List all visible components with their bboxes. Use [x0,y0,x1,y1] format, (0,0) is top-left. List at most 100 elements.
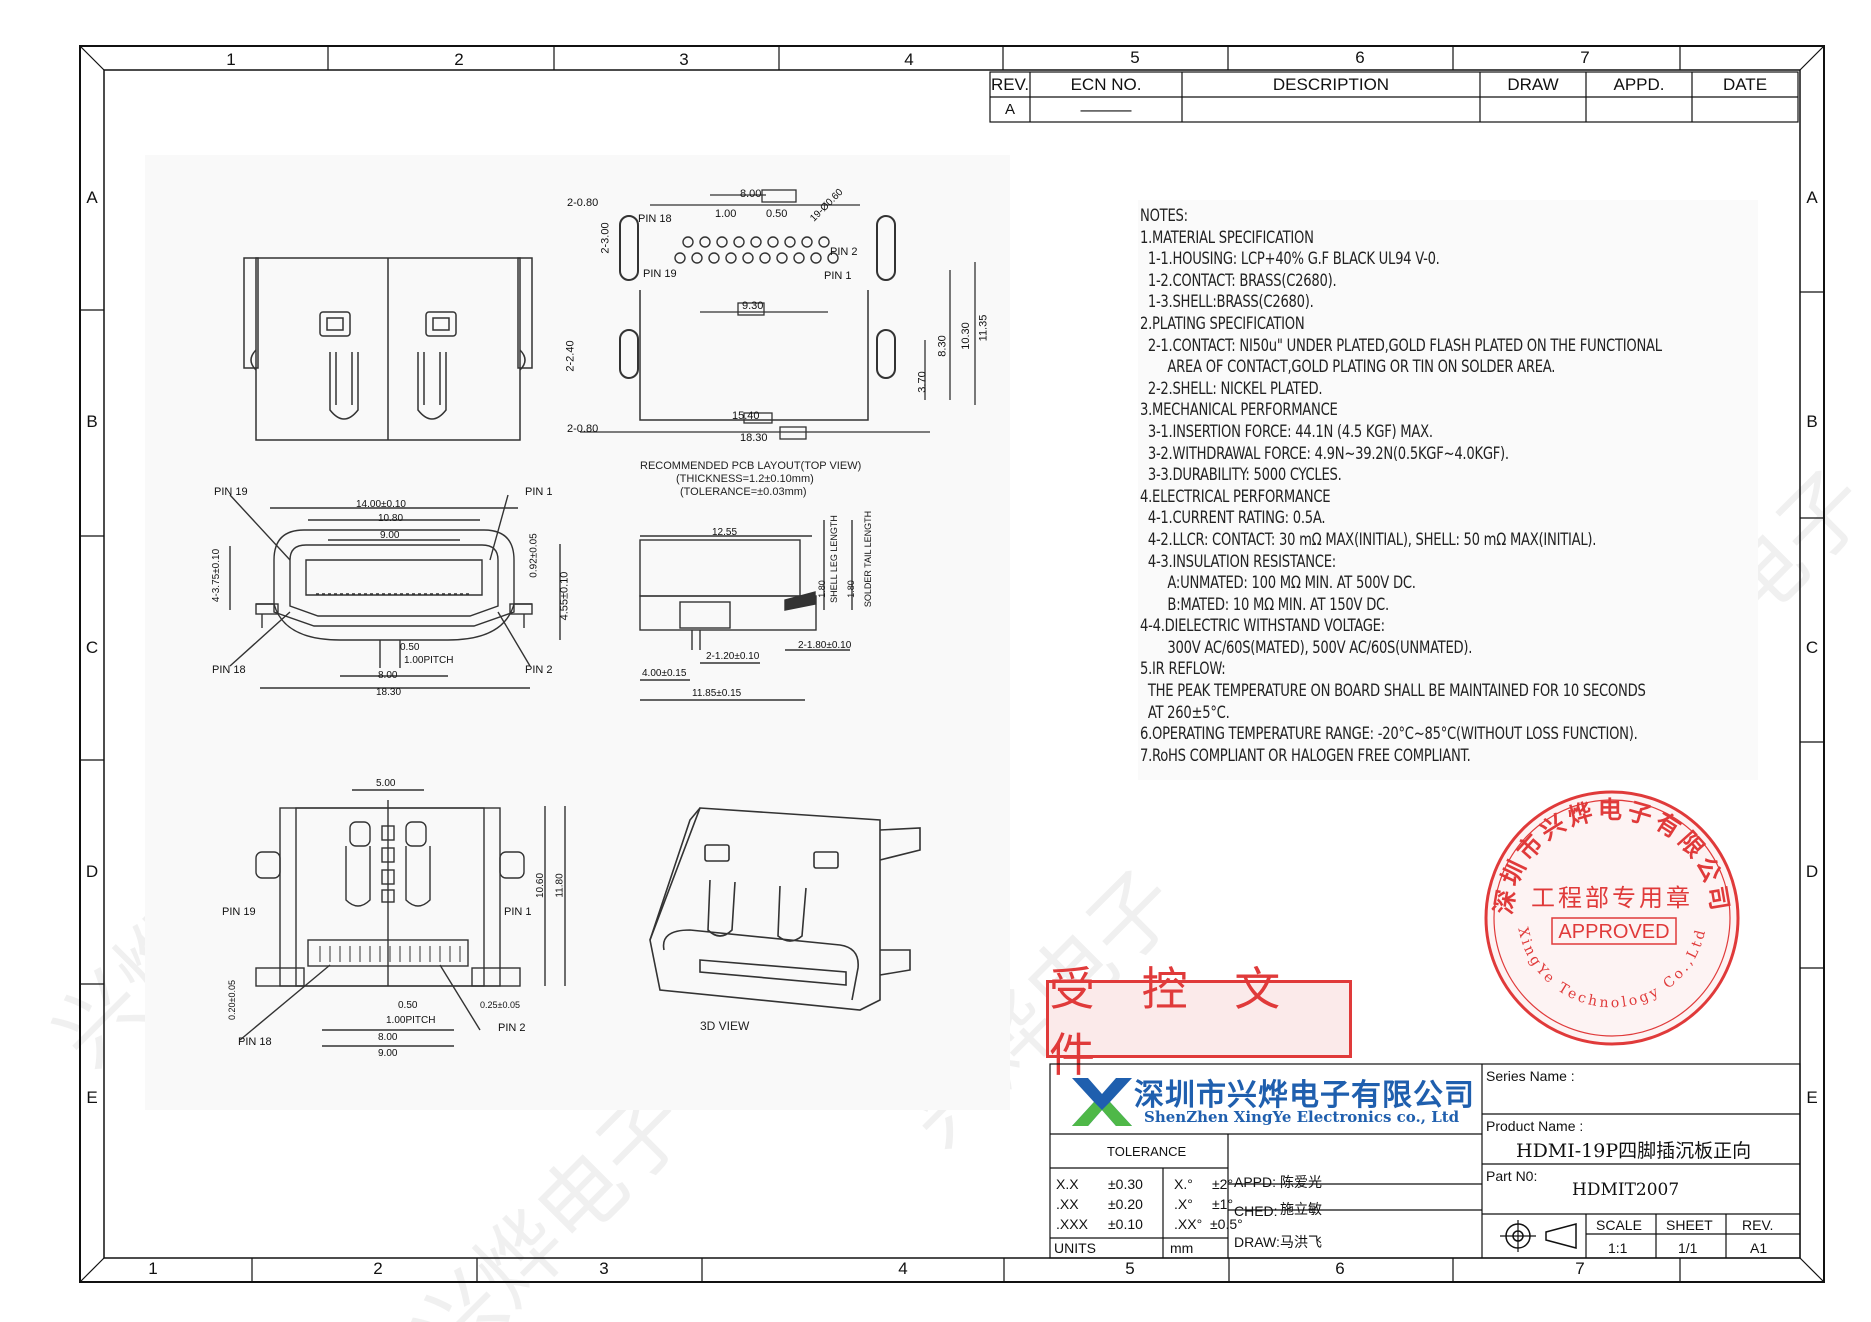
zone-label: B [1806,412,1818,431]
tol-cell: ±0.20 [1108,1196,1143,1212]
pin-label: PIN 19 [643,268,677,280]
note-line: NOTES: [1140,206,1188,226]
dim-label: 18.30 [376,687,402,698]
description-header: DESCRIPTION [1272,74,1390,94]
note-line: 5.IR REFLOW: [1140,659,1226,680]
part-no-value: HDMIT2007 [1572,1180,1680,1200]
company-logo-icon [1072,1078,1132,1126]
dim-label: 2-0.80 [567,197,599,209]
note-line: 4-1.CURRENT RATING: 0.5A. [1140,508,1326,529]
zone-label: 1 [148,1259,158,1278]
top-view [243,257,533,441]
revision-table: REV. ECN NO. DESCRIPTION DRAW APPD. DATE… [990,72,1798,124]
pin-label: PIN 18 [638,213,672,225]
note-line: A:UNMATED: 100 MΩ MIN. AT 500V DC. [1140,573,1416,594]
note-line: 1-3.SHELL:BRASS(C2680). [1140,292,1314,313]
note-line: 4.ELECTRICAL PERFORMANCE [1140,486,1331,507]
draw-header: DRAW [1507,74,1559,94]
zone-label: B [86,412,98,431]
note-line: 300V AC/60S(MATED), 500V AC/60S(UNMATED)… [1140,637,1473,658]
zone-label: 3 [599,1259,609,1278]
zone-label: 5 [1125,1259,1135,1278]
appd-value: 陈爱光 [1280,1175,1322,1191]
dim-label: 8.00 [740,188,762,200]
pin-label: PIN 19 [222,906,256,918]
dim-label: 12.55 [712,527,738,538]
notes-block: NOTES: 1.MATERIAL SPECIFICATION 1-1.HOUS… [1140,206,1690,767]
dim-label: 0.25±0.05 [480,1000,520,1010]
tol-cell: .XXX [1056,1216,1088,1232]
tol-cell: ±1° [1212,1196,1234,1212]
note-line: 6.OPERATING TEMPERATURE RANGE: -20°C~85°… [1140,724,1638,745]
pin-label: PIN 2 [830,246,858,258]
zone-label: E [86,1088,98,1107]
dim-label: 8.00 [378,1032,398,1043]
dim-label: 9.00 [378,1048,398,1059]
rev-value: A [1004,101,1015,118]
zone-label: 6 [1335,1259,1345,1278]
pcb-caption: (THICKNESS=1.2±0.10mm) [676,473,814,485]
side-view [639,520,853,701]
sheet-label: SHEET [1666,1217,1713,1233]
pin-label: PIN 18 [212,664,246,676]
product-name-label: Product Name : [1486,1118,1584,1134]
zone-label: 7 [1580,48,1590,67]
scale-value: 1:1 [1608,1240,1628,1256]
tol-cell: .X° [1174,1196,1193,1212]
pin-label: PIN 18 [238,1036,272,1048]
zone-label: 4 [898,1259,908,1278]
pin-label: PIN 1 [525,486,553,498]
zone-label: 2 [454,50,464,69]
tol-cell: ±2° [1212,1176,1234,1192]
zone-label: D [1805,862,1819,881]
note-line: 4-4.DIELECTRIC WITHSTAND VOLTAGE: [1140,616,1385,637]
note-line: 4-2.LLCR: CONTACT: 30 mΩ MAX(INITIAL), S… [1140,529,1597,550]
bottom-view [239,789,566,1047]
zone-label: E [1806,1088,1818,1107]
note-line: 2.PLATING SPECIFICATION [1140,313,1305,334]
tol-cell: X.° [1174,1176,1193,1192]
dim-label: 11.85±0.15 [692,688,742,699]
note-line: 2-2.SHELL: NICKEL PLATED. [1140,378,1323,399]
zone-label: A [1806,188,1818,207]
dim-label: 10.80 [378,513,404,524]
3d-view [649,807,921,1011]
dim-label: 9.00 [380,530,400,541]
appd-header: APPD. [1613,74,1665,94]
date-header: DATE [1722,74,1768,94]
tol-cell: .XX° [1174,1216,1203,1232]
tol-cell: ±0.5° [1210,1216,1243,1232]
series-name-label: Series Name : [1486,1068,1575,1084]
dim-label: 2-1.80±0.10 [798,640,852,651]
front-view [229,494,561,689]
rev-value: A1 [1750,1240,1768,1256]
dim-label: 8.00 [378,670,398,681]
note-line: 3-1.INSERTION FORCE: 44.1N (4.5 KGF) MAX… [1140,421,1433,442]
pcb-caption: RECOMMENDED PCB LAYOUT(TOP VIEW) [640,460,861,472]
pin-label: PIN 1 [824,270,852,282]
seal-middle-text: 工程部专用章 [1531,884,1693,912]
scale-label: SCALE [1596,1217,1642,1233]
dim-label: 0.50 [398,1000,418,1011]
units-label: UNITS [1054,1240,1096,1256]
pin-label: PIN 1 [504,906,532,918]
zone-label: 6 [1355,48,1365,67]
note-line: 1-2.CONTACT: BRASS(C2680). [1140,270,1337,291]
dim-label: 1.00 [715,208,737,220]
note-line: 2-1.CONTACT: NI50u" UNDER PLATED,GOLD FL… [1140,335,1662,356]
approval-seal: 深圳市兴烨电子有限公司 XingYe Technology Co.,Ltd 工程… [1484,790,1740,1046]
dim-label: 0.50 [766,208,788,220]
pin-label: PIN 2 [498,1022,526,1034]
zone-label: 3 [679,50,689,69]
zone-label: C [1805,638,1819,657]
dim-label: 9.30 [742,300,764,312]
draw-value: 马洪飞 [1280,1235,1322,1251]
dim-label: 1.00PITCH [386,1015,436,1026]
tol-cell: ±0.10 [1108,1216,1143,1232]
rev-header: REV. [990,74,1030,94]
note-line: AT 260±5°C. [1140,702,1230,723]
company-name-en: ShenZhen XingYe Electronics co., Ltd [1144,1108,1460,1126]
